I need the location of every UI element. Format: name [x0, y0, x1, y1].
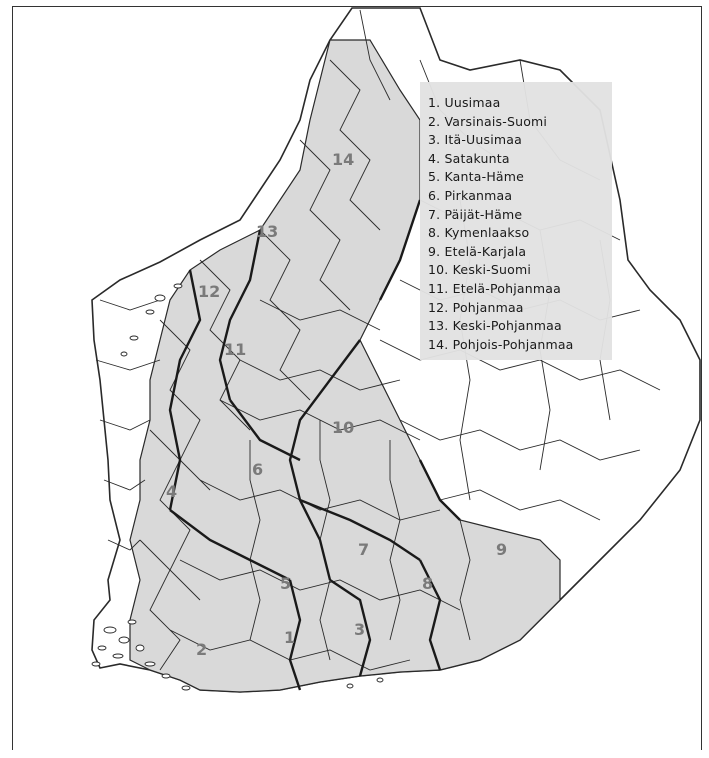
legend-item-pohjois-pohjanmaa: 14. Pohjois-Pohjanmaa — [428, 336, 574, 352]
legend-background — [420, 82, 612, 360]
region-label-7: 7 — [358, 540, 370, 559]
region-label-4: 4 — [166, 482, 178, 501]
legend-item-paijat-hame: 7. Päijät-Häme — [428, 206, 523, 222]
legend: 1. Uusimaa 2. Varsinais-Suomi 3. Itä-Uus… — [428, 94, 574, 354]
region-label-8: 8 — [422, 574, 434, 593]
legend-item-etela-pohjanmaa: 11. Etelä-Pohjanmaa — [428, 280, 561, 296]
legend-item-keski-pohjanmaa: 13. Keski-Pohjanmaa — [428, 318, 562, 334]
legend-item-ita-uusimaa: 3. Itä-Uusimaa — [428, 132, 523, 148]
region-label-14: 14 — [332, 150, 355, 169]
region-label-6: 6 — [252, 460, 264, 479]
region-label-2: 2 — [196, 640, 208, 659]
region-label-13: 13 — [256, 222, 279, 241]
legend-item-pohjanmaa: 12. Pohjanmaa — [428, 299, 524, 315]
legend-item-kanta-hame: 5. Kanta-Häme — [428, 169, 525, 185]
legend-item-satakunta: 4. Satakunta — [428, 150, 510, 166]
legend-item-kymenlaakso: 8. Kymenlaakso — [428, 225, 530, 241]
region-label-11: 11 — [224, 340, 247, 359]
legend-item-uusimaa: 1. Uusimaa — [428, 95, 501, 110]
region-label-1: 1 — [284, 628, 296, 647]
legend-item-pirkanmaa: 6. Pirkanmaa — [428, 187, 513, 203]
region-label-3: 3 — [354, 620, 366, 639]
regional-borders — [168, 199, 461, 691]
region-label-12: 12 — [198, 282, 221, 301]
region-label-10: 10 — [332, 418, 355, 437]
legend-item-varsinais-suomi: 2. Varsinais-Suomi — [428, 113, 548, 129]
archipelago-islands — [91, 283, 384, 691]
legend-item-etela-karjala: 9. Etelä-Karjala — [428, 243, 527, 259]
region-label-5: 5 — [280, 574, 292, 593]
legend-item-keski-suomi: 10. Keski-Suomi — [428, 262, 532, 278]
region-label-9: 9 — [496, 540, 508, 559]
